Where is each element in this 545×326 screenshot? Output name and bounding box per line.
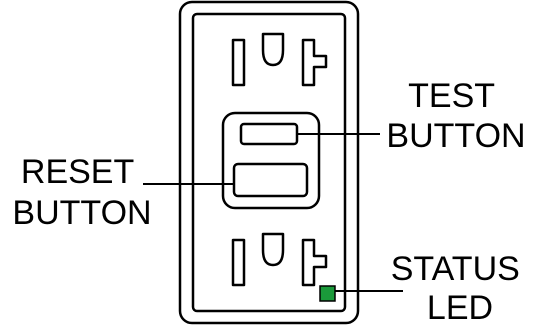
upper-right-slot <box>301 38 328 87</box>
lower-left-slot <box>231 238 246 287</box>
reset-button-callout: RESET BUTTON <box>12 153 151 232</box>
status-label-line2: LED <box>427 289 493 326</box>
lower-receptacle <box>231 232 328 287</box>
wall-plate-outer <box>178 0 360 325</box>
upper-left-slot <box>231 38 246 87</box>
test-label-line1: TEST <box>408 77 494 115</box>
upper-receptacle <box>231 32 328 87</box>
test-label-line2: BUTTON <box>386 117 525 155</box>
reset-button[interactable] <box>232 162 309 198</box>
status-label-line1: STATUS <box>391 250 520 288</box>
status-led-callout: STATUS LED <box>391 250 530 326</box>
reset-label-line1: RESET <box>21 153 134 191</box>
test-button-callout: TEST BUTTON <box>386 77 525 155</box>
button-housing <box>221 111 321 210</box>
status-led <box>319 285 336 302</box>
upper-ground-hole <box>261 32 285 67</box>
lower-ground-hole <box>261 232 285 267</box>
wall-plate-inner <box>191 12 347 313</box>
reset-label-line2: BUTTON <box>12 194 151 232</box>
lower-right-slot <box>301 238 328 287</box>
test-button[interactable] <box>239 122 299 146</box>
